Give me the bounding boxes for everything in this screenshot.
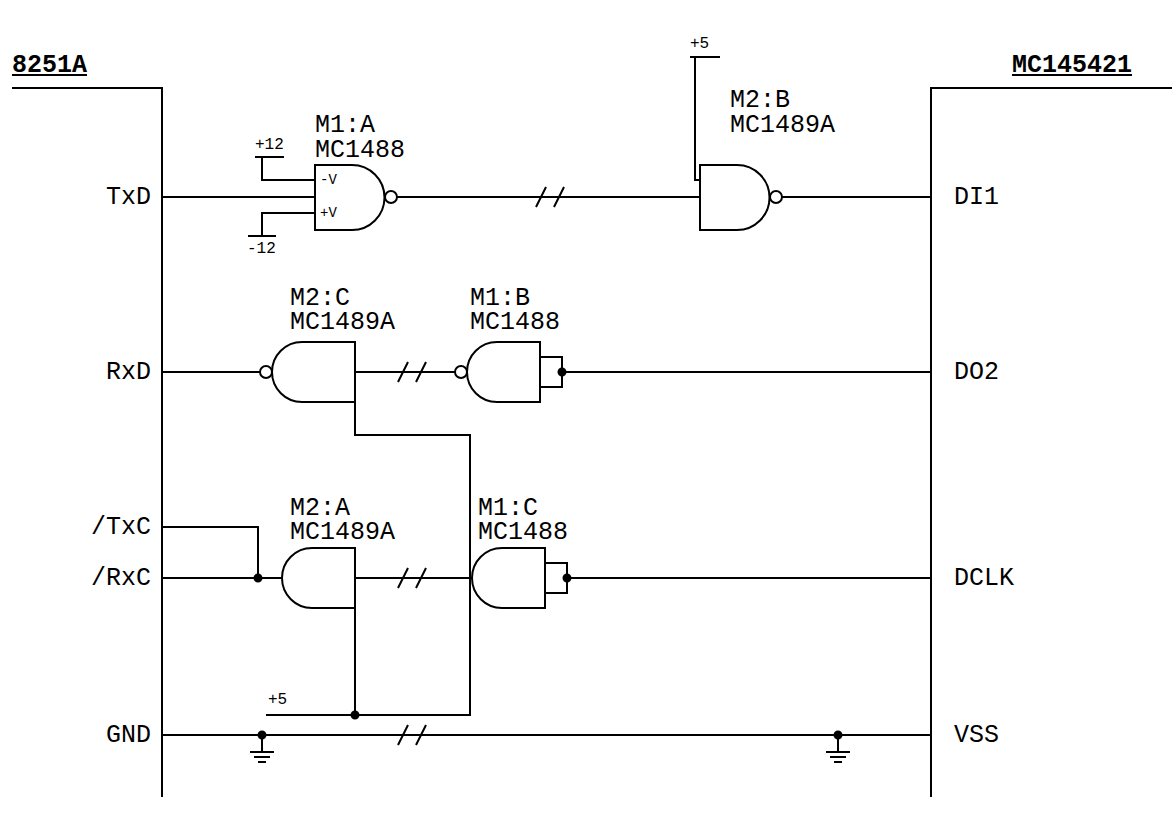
- junction-dot: [352, 712, 359, 719]
- supply-label: -V: [320, 173, 337, 187]
- gate-label: M2:B: [730, 88, 790, 113]
- inverter-bubble: [385, 191, 397, 203]
- junction-dot: [559, 369, 566, 376]
- gate-label: M1:B: [470, 286, 530, 311]
- gate-label: MC1488: [478, 520, 568, 545]
- chip-outline: 8251ATxDRxD/TxC/RxCGND: [12, 87, 163, 797]
- junction-dot: [564, 575, 571, 582]
- gate-label: MC1488: [470, 310, 560, 335]
- gate-label: MC1489A: [290, 310, 395, 335]
- inverter-bubble: [770, 191, 782, 203]
- wire: [354, 608, 356, 715]
- supply-label: -12: [247, 241, 276, 257]
- chip-name: 8251A: [12, 53, 87, 78]
- pin-name: VSS: [954, 723, 999, 748]
- pin-name: /RxC: [91, 566, 151, 591]
- ground-wire: [163, 734, 930, 736]
- chip-name: MC145421: [1012, 53, 1132, 78]
- gate-label: MC1489A: [290, 520, 395, 545]
- wire: [163, 196, 315, 198]
- pin-name: DI1: [954, 185, 999, 210]
- break-mark: [398, 568, 426, 588]
- inverter-bubble: [455, 366, 467, 378]
- supply-label: +V: [320, 206, 337, 220]
- wire: [262, 213, 315, 236]
- wire: [355, 577, 472, 579]
- pin-name: GND: [106, 723, 151, 748]
- pin-name: RxD: [106, 360, 151, 385]
- nand-gate: [472, 548, 545, 608]
- gate-label: MC1488: [315, 138, 405, 163]
- pin-name: DCLK: [954, 566, 1014, 591]
- gate-label: M2:A: [290, 496, 350, 521]
- break-mark: [398, 362, 426, 382]
- nand-gate: [700, 165, 770, 230]
- supply-label: +12: [255, 137, 284, 153]
- wire: [163, 371, 260, 373]
- chip-outline: MC145421DI1DO2DCLKVSS: [930, 87, 1172, 797]
- gate-label: M1:C: [478, 496, 538, 521]
- wire: [562, 371, 930, 373]
- gate-label: MC1489A: [730, 113, 835, 138]
- wire: [567, 577, 930, 579]
- nand-gate: [272, 342, 355, 402]
- nand-gate: [315, 165, 385, 230]
- supply-bar: [255, 156, 284, 158]
- pin-name: TxD: [106, 185, 151, 210]
- supply-label: +5: [690, 36, 709, 52]
- wire: [163, 577, 282, 579]
- pin-name: DO2: [954, 360, 999, 385]
- wire: [266, 402, 470, 715]
- nand-gate: [467, 342, 540, 402]
- wire: [355, 371, 455, 373]
- wire: [163, 527, 258, 578]
- wire: [695, 57, 700, 180]
- supply-bar: [248, 235, 276, 237]
- break-mark: [536, 187, 564, 207]
- wire: [397, 196, 700, 198]
- inverter-bubble: [260, 366, 272, 378]
- nand-gate: [282, 548, 355, 608]
- wire: [782, 196, 930, 198]
- wire: [262, 157, 315, 180]
- supply-label: +5: [268, 692, 287, 708]
- gate-label: M1:A: [315, 113, 375, 138]
- pin-name: /TxC: [91, 515, 151, 540]
- gate-label: M2:C: [290, 286, 350, 311]
